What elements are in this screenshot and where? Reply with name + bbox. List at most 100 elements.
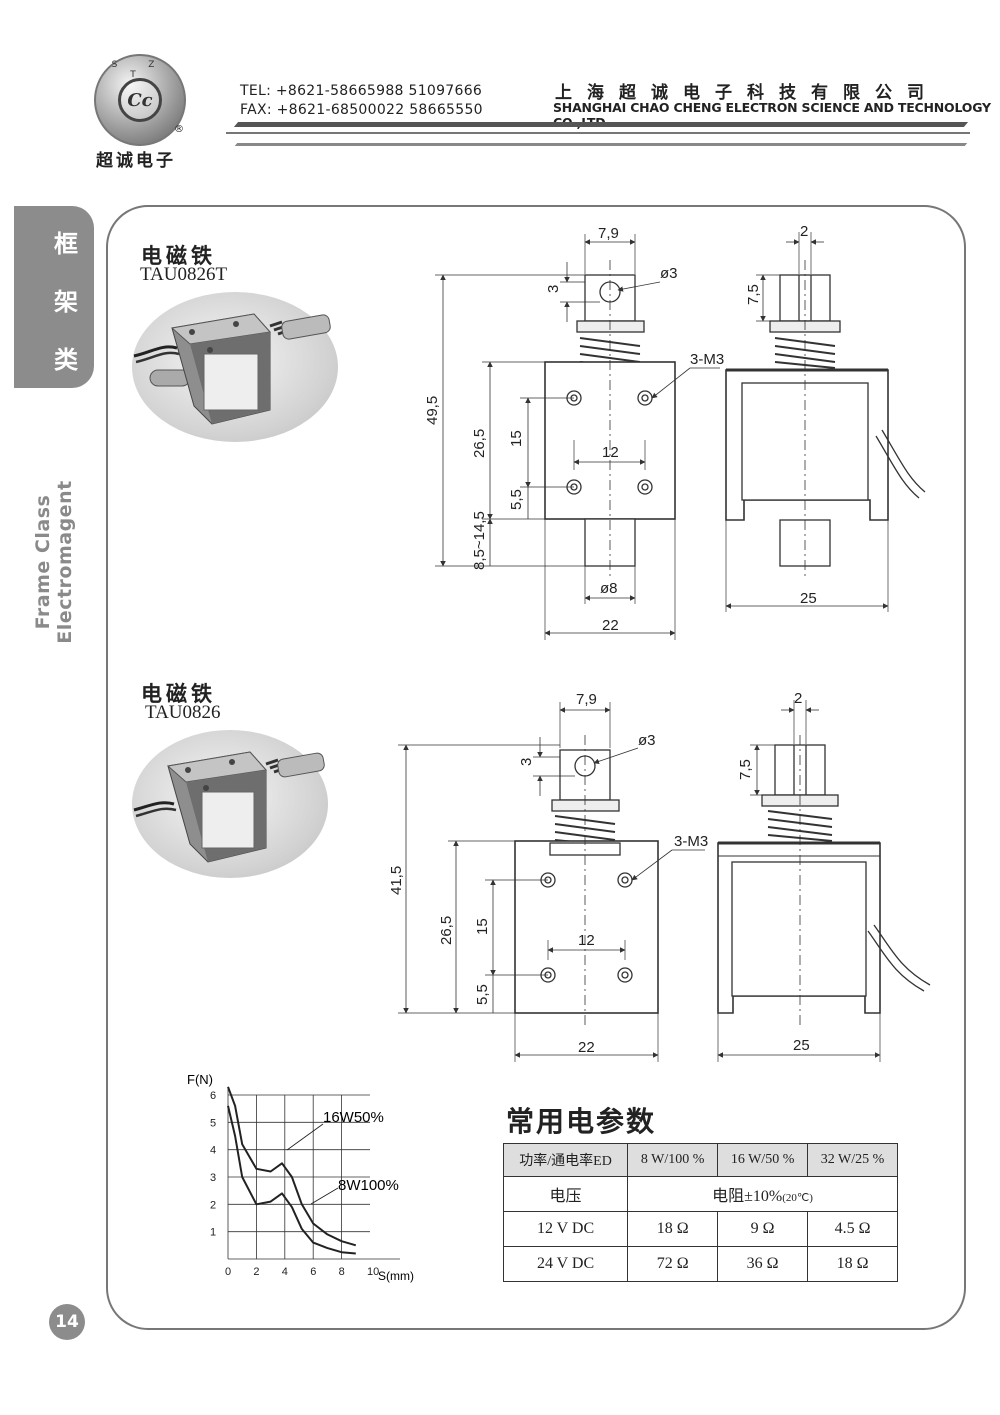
dim-label: 15 bbox=[474, 918, 491, 935]
dim-label: 7,9 bbox=[576, 691, 597, 708]
y-tick-label: 6 bbox=[210, 1090, 216, 1102]
dim-label: 22 bbox=[578, 1039, 595, 1056]
x-tick-label: 4 bbox=[282, 1266, 288, 1278]
category-char: 类 bbox=[54, 346, 78, 374]
table-header-cell: 功率/通电率ED bbox=[502, 1143, 629, 1177]
dim-label: 41,5 bbox=[388, 866, 405, 895]
dim-label: 7,5 bbox=[737, 759, 754, 780]
dim-label: ø3 bbox=[660, 265, 678, 282]
y-tick-label: 4 bbox=[210, 1145, 216, 1157]
table-row: 电压 电阻±10%(20℃) bbox=[502, 1176, 898, 1212]
resistance-cell: 36 Ω bbox=[717, 1246, 809, 1282]
solenoid-image bbox=[133, 751, 325, 863]
category-tab: 框 架 类 bbox=[14, 206, 94, 388]
solenoid-image bbox=[133, 313, 331, 425]
company-name-cn: 上海超诚电子科技有限公司 bbox=[555, 83, 939, 103]
front-view-drawing bbox=[435, 234, 720, 640]
registered-mark: ® bbox=[174, 124, 184, 135]
series-line-1 bbox=[227, 1086, 357, 1247]
dim-label: 3 bbox=[545, 285, 562, 293]
dim-label: 3-M3 bbox=[690, 351, 724, 368]
y-tick-label: 2 bbox=[210, 1199, 216, 1211]
series-label: 8W100% bbox=[338, 1177, 399, 1194]
dim-label: 26,5 bbox=[438, 916, 455, 945]
dim-label: 7,5 bbox=[745, 284, 762, 305]
resistance-note: (20℃) bbox=[782, 1192, 813, 1204]
x-tick-label: 6 bbox=[310, 1266, 316, 1278]
y-tick-label: 1 bbox=[210, 1227, 216, 1239]
dim-label: 12 bbox=[578, 932, 595, 949]
dim-label: 25 bbox=[800, 590, 817, 607]
table-row: 24 V DC 72 Ω 36 Ω 18 Ω bbox=[502, 1246, 898, 1282]
table-row: 12 V DC 18 Ω 9 Ω 4.5 Ω bbox=[502, 1211, 898, 1247]
fax-line: FAX: +8621-68500022 58665550 bbox=[240, 102, 483, 118]
voltage-label: 电压 bbox=[502, 1176, 629, 1212]
x-axis-label: S(mm) bbox=[378, 1269, 414, 1283]
dim-label: 2 bbox=[794, 690, 802, 707]
dim-label: 22 bbox=[602, 617, 619, 634]
y-tick-label: 3 bbox=[210, 1172, 216, 1184]
resistance-cell: 4.5 Ω bbox=[807, 1211, 898, 1247]
y-tick-label: 5 bbox=[210, 1117, 216, 1129]
header-rule bbox=[226, 132, 970, 134]
dim-label: 2 bbox=[800, 223, 808, 240]
dim-label: 5,5 bbox=[508, 489, 525, 510]
product-model: TAU0826 bbox=[145, 702, 221, 723]
voltage-cell: 24 V DC bbox=[502, 1246, 629, 1282]
dim-label: 49,5 bbox=[424, 396, 441, 425]
table-header-cell: 32 W/25 % bbox=[807, 1143, 898, 1177]
resistance-cell: 18 Ω bbox=[627, 1211, 719, 1247]
tel-line: TEL: +8621-58665988 51097666 bbox=[240, 83, 483, 99]
dim-label: 3-M3 bbox=[674, 833, 708, 850]
x-tick-label: 2 bbox=[253, 1266, 259, 1278]
dim-label: 25 bbox=[793, 1037, 810, 1054]
category-char: 架 bbox=[54, 288, 78, 316]
dim-label: ø8 bbox=[600, 580, 618, 597]
product-title: 电磁铁 bbox=[141, 243, 216, 268]
table-header-cell: 16 W/50 % bbox=[717, 1143, 809, 1177]
table-header-cell: 8 W/100 % bbox=[627, 1143, 719, 1177]
company-logo: S Z T Cc bbox=[94, 54, 186, 146]
side-view-drawing bbox=[725, 232, 926, 612]
callout-line bbox=[286, 1123, 324, 1151]
resistance-label-cell: 电阻±10%(20℃) bbox=[627, 1176, 898, 1212]
resistance-cell: 72 Ω bbox=[627, 1246, 719, 1282]
product-model: TAU0826T bbox=[140, 264, 228, 285]
content-frame bbox=[106, 205, 966, 1330]
dim-label: 3 bbox=[518, 758, 535, 766]
dim-label: 12 bbox=[602, 444, 619, 461]
dim-label: 15 bbox=[508, 430, 525, 447]
x-tick-label: 10 bbox=[367, 1266, 379, 1278]
resistance-label: 电阻±10% bbox=[712, 1188, 783, 1205]
product-photo bbox=[132, 292, 338, 442]
y-axis-label: F(N) bbox=[187, 1072, 213, 1087]
dim-label: 7,9 bbox=[598, 225, 619, 242]
logo-letters: S Z T bbox=[111, 60, 169, 80]
callout-line bbox=[310, 1187, 339, 1205]
contact-info: TEL: +8621-58665988 51097666 FAX: +8621-… bbox=[240, 82, 483, 120]
brand-name: 超诚电子 bbox=[96, 151, 176, 171]
page-number: 14 bbox=[49, 1304, 85, 1340]
table-header-row: 功率/通电率ED 8 W/100 % 16 W/50 % 32 W/25 % bbox=[502, 1143, 898, 1177]
params-table: 功率/通电率ED 8 W/100 % 16 W/50 % 32 W/25 % 电… bbox=[502, 1143, 898, 1282]
product-title: 电磁铁 bbox=[141, 681, 216, 706]
resistance-cell: 9 Ω bbox=[717, 1211, 809, 1247]
series-line-2 bbox=[227, 1105, 356, 1255]
logo-monogram: Cc bbox=[118, 78, 162, 122]
x-tick-label: 0 bbox=[225, 1266, 231, 1278]
x-tick-label: 8 bbox=[339, 1266, 345, 1278]
dim-label: 8,5~14,5 bbox=[471, 511, 488, 570]
category-char: 框 bbox=[54, 230, 78, 258]
dim-label: ø3 bbox=[638, 732, 656, 749]
params-title: 常用电参数 bbox=[506, 1105, 657, 1138]
dim-label: 26,5 bbox=[471, 429, 488, 458]
voltage-cell: 12 V DC bbox=[502, 1211, 629, 1247]
resistance-cell: 18 Ω bbox=[807, 1246, 898, 1282]
front-view-drawing bbox=[398, 702, 705, 1062]
series-label: 16W50% bbox=[323, 1109, 384, 1126]
product-photo bbox=[132, 730, 328, 878]
side-view-drawing bbox=[717, 700, 931, 1062]
dim-label: 5,5 bbox=[474, 984, 491, 1005]
